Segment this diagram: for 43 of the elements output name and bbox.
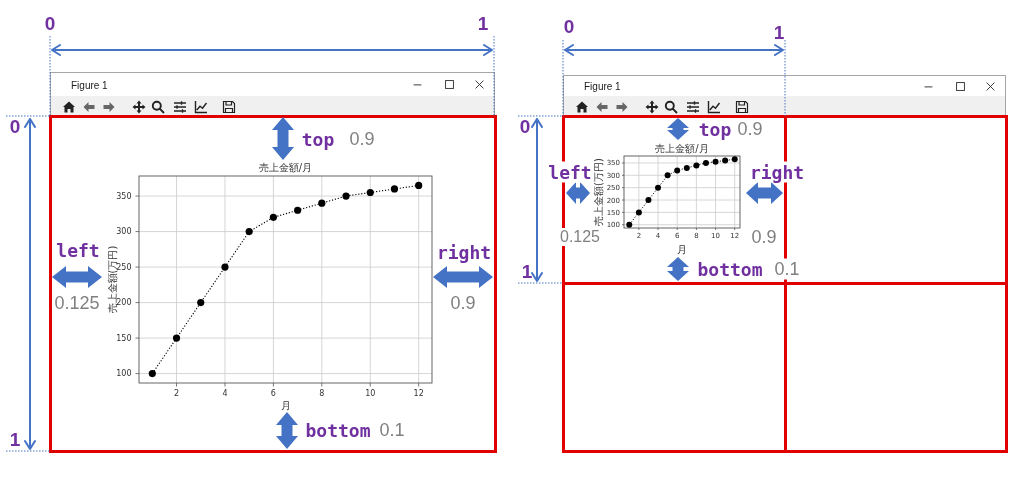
scale-number: 1 (477, 13, 489, 35)
parameter-value: 0.9 (349, 128, 375, 150)
chart-title: 売上金額/月 (258, 161, 313, 173)
tick-label: 10 (365, 389, 376, 398)
scale-number: 0 (519, 116, 531, 138)
parameter-value: 0.9 (450, 292, 476, 314)
parameter-value: 0.1 (773, 258, 801, 280)
tick-label: 250 (116, 262, 132, 272)
parameter-name: bottom (697, 258, 763, 280)
scale-number: 1 (773, 22, 785, 44)
window-title: Figure 1 (71, 79, 108, 90)
parameter-name: right (436, 241, 492, 263)
tick-label: 200 (116, 298, 132, 308)
scale-number: 0 (563, 16, 575, 38)
tick-label: 8 (319, 389, 325, 398)
scale-number: 1 (9, 429, 21, 451)
tick-label: 4 (222, 389, 228, 398)
scale-number: 1 (521, 261, 533, 283)
tick-label: 150 (116, 333, 132, 343)
parameter-name: top (301, 128, 335, 150)
parameter-name: bottom (305, 419, 371, 441)
scale-number: 0 (9, 116, 21, 138)
parameter-value: 0.9 (737, 118, 763, 140)
tick-label: 12 (413, 389, 424, 398)
parameter-value: 0.125 (54, 292, 100, 314)
axis-title: 月 (677, 243, 687, 255)
parameter-value: 0.1 (379, 419, 405, 441)
parameter-name: left (56, 239, 100, 261)
axis-title: 売上金額(万円) (592, 158, 604, 226)
parameter-name: top (698, 118, 732, 140)
axis-title: 売上金額(万円) (106, 245, 118, 314)
tick-label: 350 (116, 191, 132, 201)
window-title: Figure 1 (584, 80, 621, 92)
scale-number: 0 (44, 13, 56, 35)
axis-title: 月 (280, 399, 291, 411)
tick-label: 300 (116, 227, 132, 237)
parameter-value: 0.125 (559, 228, 601, 246)
tick-label: 100 (116, 369, 132, 379)
tick-label: 2 (174, 389, 180, 398)
tick-label: 6 (270, 389, 276, 398)
parameter-name: left (547, 161, 593, 183)
chart-title: 売上金額/月 (655, 142, 709, 154)
parameter-value: 0.9 (751, 226, 777, 248)
